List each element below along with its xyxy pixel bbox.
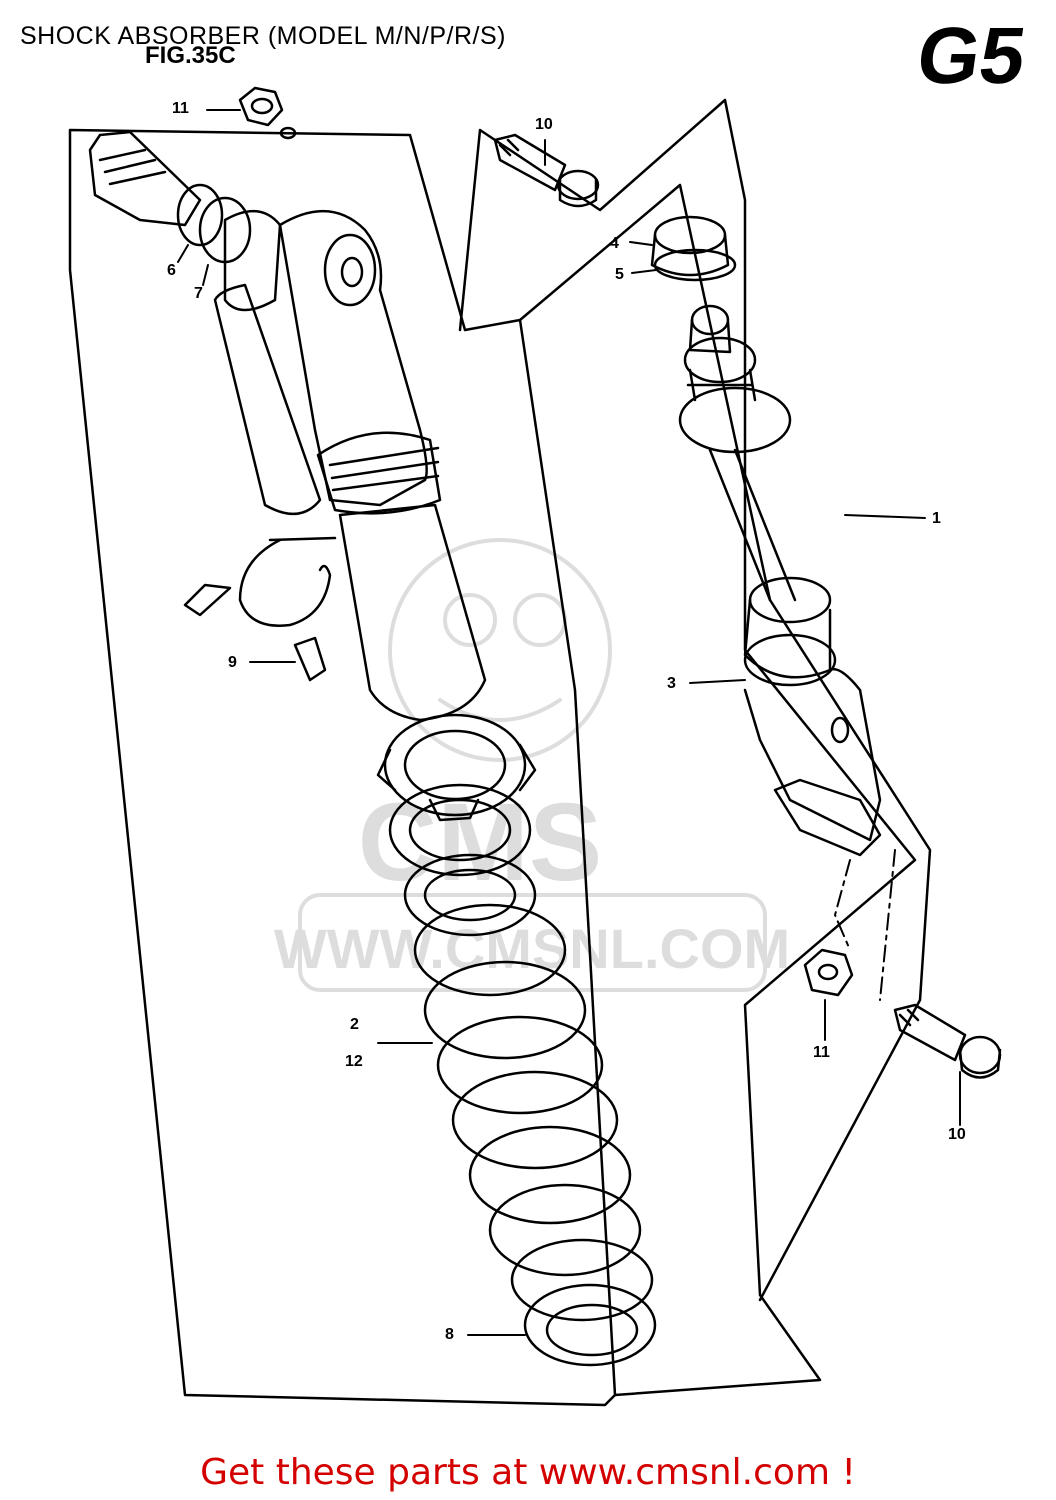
- callout-2: 2: [350, 1016, 359, 1033]
- upper-bushings: [88, 130, 252, 264]
- assembly-outline-inner: [518, 183, 932, 1302]
- front-direction-arrow-icon: [183, 583, 232, 617]
- watermark-url: WWW.CMSNL.COM: [274, 917, 790, 980]
- assembly-outline-right: [458, 98, 917, 1397]
- lower-bolt: [893, 1003, 1002, 1079]
- callout-5: 5: [615, 266, 624, 283]
- watermark-logo-circle: [388, 538, 612, 762]
- shock-body: [213, 209, 487, 722]
- figure-number: FIG.35C: [145, 42, 236, 69]
- watermark-banner: [298, 893, 767, 992]
- watermark-logo-eye: [443, 593, 497, 647]
- page-title: SHOCK ABSORBER (MODEL M/N/P/R/S): [20, 22, 506, 50]
- footer-link[interactable]: Get these parts at www.cmsnl.com !: [200, 1452, 856, 1493]
- top-nut: [238, 86, 297, 140]
- assembly-outline-left: [68, 128, 617, 1407]
- callout-4: 4: [610, 235, 619, 252]
- clip-and-valve: [238, 536, 337, 682]
- callout-7: 7: [194, 285, 203, 302]
- callout-9: 9: [228, 654, 237, 671]
- adjuster-nut: [376, 713, 537, 877]
- callout-10-top: 10: [535, 116, 553, 133]
- watermark-logo-eye: [513, 593, 567, 647]
- coil-spring: [403, 853, 642, 1277]
- watermark-logo-mouth: [438, 698, 562, 722]
- callout-3: 3: [667, 675, 676, 692]
- callout-6: 6: [167, 262, 176, 279]
- lower-nut: [803, 948, 854, 997]
- leader-lines: [177, 109, 961, 1336]
- lower-spring-seat: [510, 1238, 657, 1367]
- callout-12: 12: [345, 1053, 363, 1070]
- callout-1: 1: [932, 510, 941, 527]
- callout-11-bottom: 11: [813, 1044, 830, 1061]
- damper-rod: [678, 304, 882, 857]
- callout-10-bottom: 10: [948, 1126, 966, 1143]
- top-bolt: [493, 133, 600, 208]
- callout-8: 8: [445, 1326, 454, 1343]
- callout-11-top: 11: [172, 100, 189, 117]
- watermark-brand: CMS: [358, 781, 602, 904]
- alignment-centerline: [834, 849, 896, 1001]
- oil-seal: [650, 215, 737, 282]
